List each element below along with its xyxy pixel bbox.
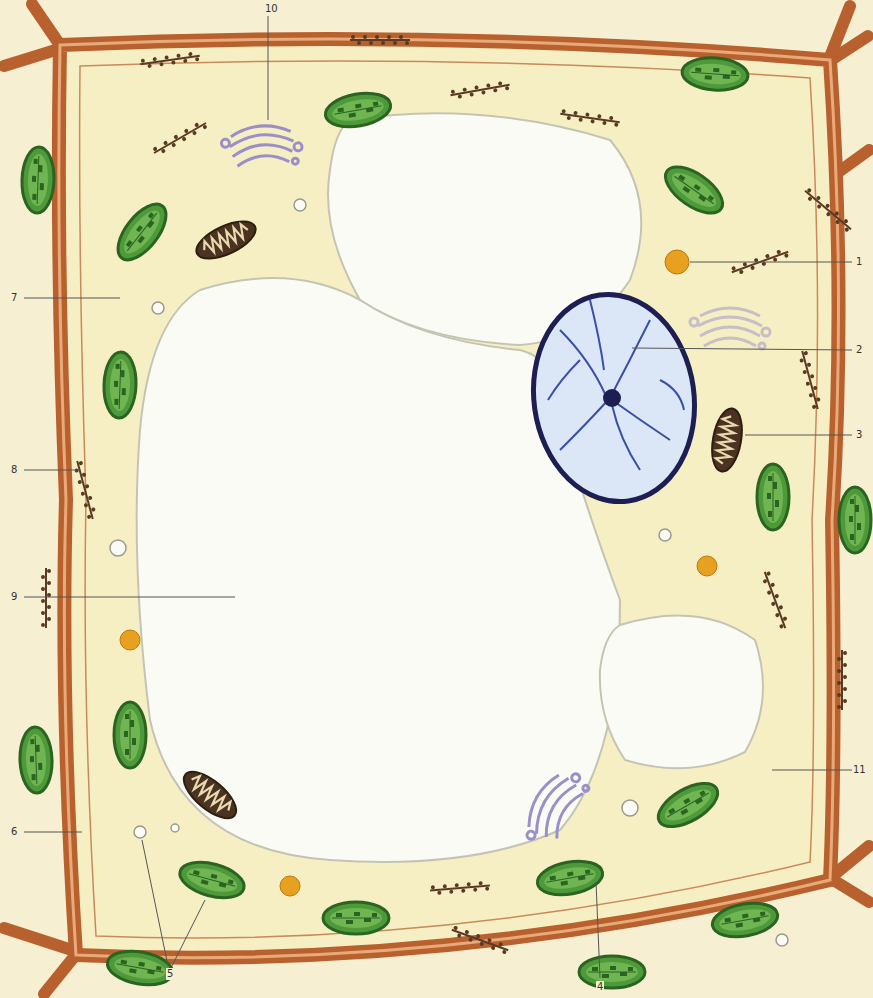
- callout-number: 9: [10, 591, 18, 603]
- callout-number: 7: [10, 292, 18, 304]
- callout-number: 10: [264, 3, 279, 15]
- callout-number: 8: [10, 464, 18, 476]
- callout-number: 3: [855, 429, 863, 441]
- callout-number: 2: [855, 344, 863, 356]
- callout-number: 11: [852, 764, 867, 776]
- callout-number: 6: [10, 826, 18, 838]
- callout-number: 1: [855, 256, 863, 268]
- callout-number: 4: [596, 981, 604, 993]
- callout-number: 5: [166, 968, 174, 980]
